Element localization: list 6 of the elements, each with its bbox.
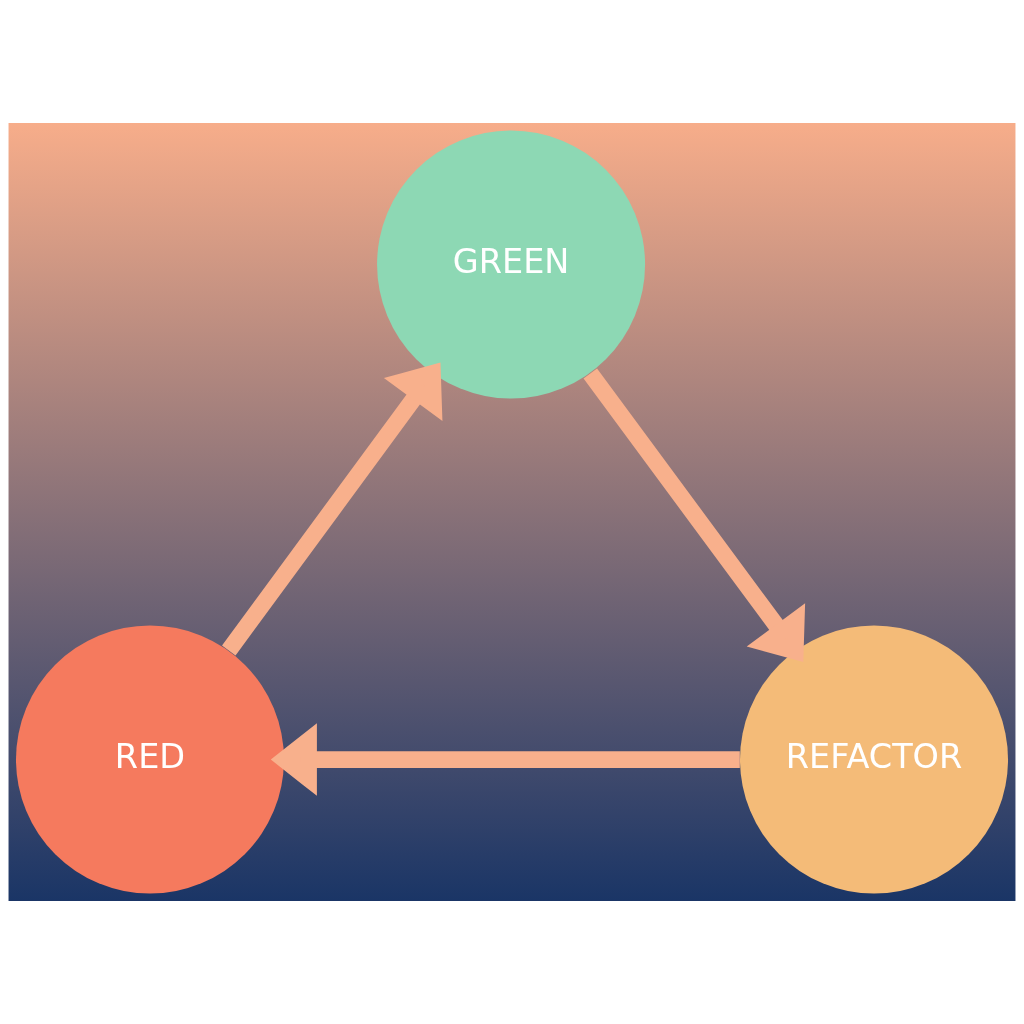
node-circle: GREEN <box>377 130 646 399</box>
arrow <box>222 362 443 656</box>
arrow <box>583 368 806 662</box>
node-circle: REFACTOR <box>740 625 1008 894</box>
arrow <box>270 723 740 796</box>
node-circle: RED <box>16 625 284 894</box>
